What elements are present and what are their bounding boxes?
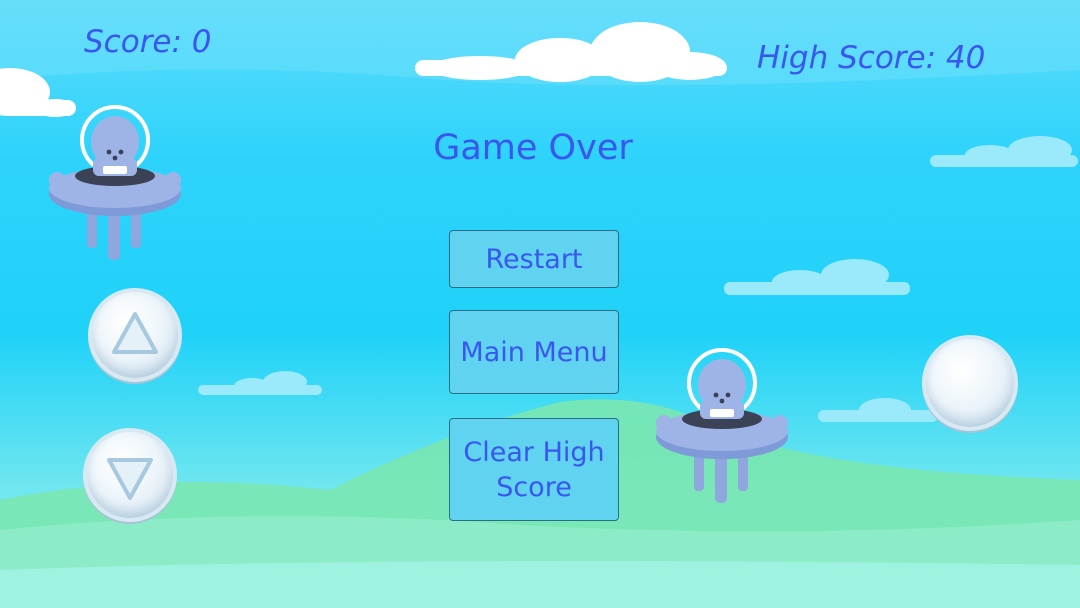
game-over-title: Game Over xyxy=(433,128,633,168)
triangle-down-icon xyxy=(107,458,153,500)
restart-button-label: Restart xyxy=(485,243,583,275)
main-menu-button-label: Main Menu xyxy=(460,336,608,368)
clear-high-score-button-label: Clear High Score xyxy=(463,436,605,503)
triangle-up-icon xyxy=(112,312,158,354)
cloud-top xyxy=(415,22,727,82)
move-up-button[interactable] xyxy=(88,288,182,382)
score-label: Score: 0 xyxy=(84,24,212,60)
high-score-label: High Score: 40 xyxy=(757,40,986,76)
restart-button[interactable]: Restart xyxy=(449,230,619,288)
move-down-button[interactable] xyxy=(83,428,177,522)
clear-high-score-button[interactable]: Clear High Score xyxy=(449,418,619,521)
action-button[interactable] xyxy=(922,335,1018,431)
ufo-alien-right xyxy=(656,348,788,503)
ufo-alien-left xyxy=(49,105,181,260)
main-menu-button[interactable]: Main Menu xyxy=(449,310,619,394)
